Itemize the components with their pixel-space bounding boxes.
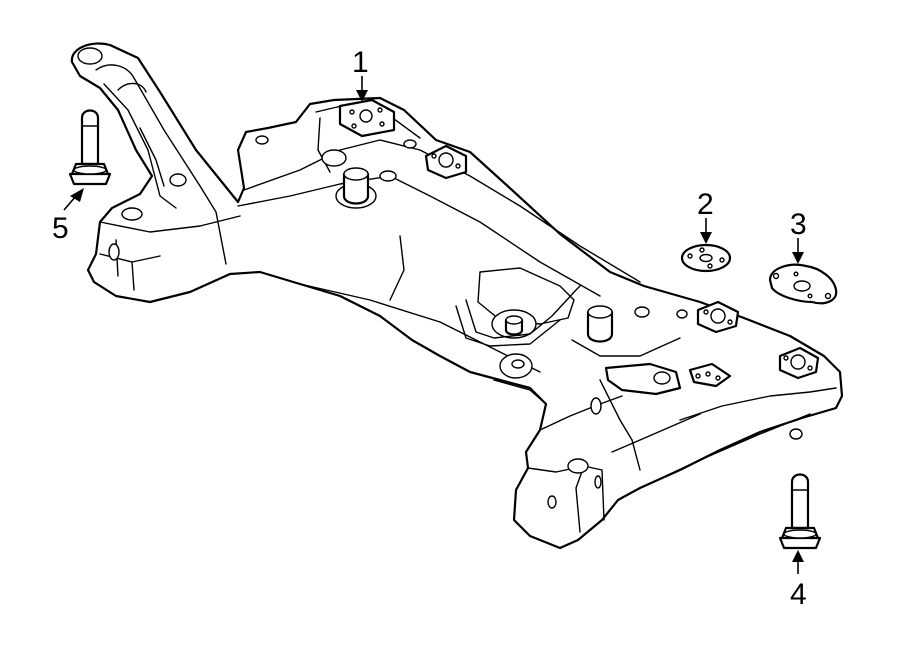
callout-1-arrow-icon xyxy=(356,90,368,102)
plate-part xyxy=(768,263,838,305)
callout-4-label: 4 xyxy=(790,578,807,611)
callout-5: 5 xyxy=(52,188,84,245)
callout-5-arrow-icon xyxy=(70,188,84,202)
callout-3-label: 3 xyxy=(790,208,807,241)
callout-5-label: 5 xyxy=(52,212,69,245)
callout-1: 1 xyxy=(352,46,369,102)
callout-1-label: 1 xyxy=(352,46,369,79)
bolt-rear-part xyxy=(778,473,822,550)
callout-4: 4 xyxy=(790,550,807,611)
callout-3: 3 xyxy=(790,208,807,264)
bolt-front-part xyxy=(68,109,112,186)
callout-2-label: 2 xyxy=(697,188,714,221)
callout-2: 2 xyxy=(697,188,714,244)
callout-2-arrow-icon xyxy=(700,232,712,244)
washer-part xyxy=(680,243,732,273)
crossmember-part xyxy=(70,42,844,550)
callout-4-arrow-icon xyxy=(792,550,804,562)
callout-3-arrow-icon xyxy=(792,252,804,264)
